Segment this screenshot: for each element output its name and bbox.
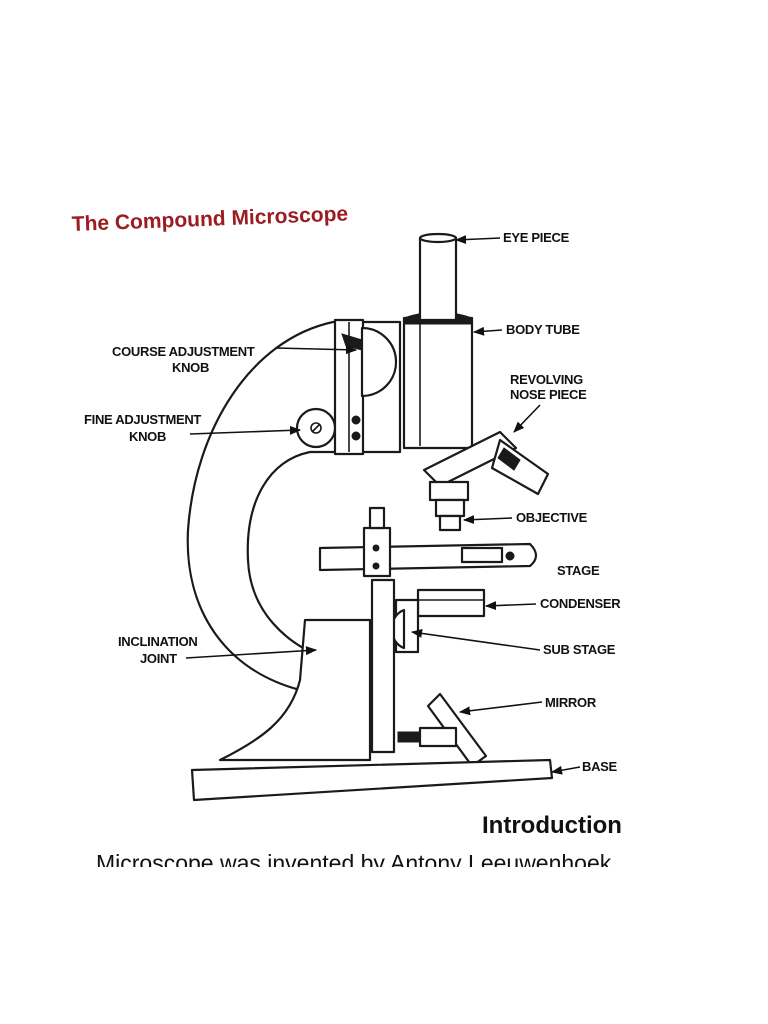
label-revolving-line1: REVOLVING bbox=[510, 372, 583, 387]
label-base: BASE bbox=[582, 759, 618, 774]
labels: EYE PIECE BODY TUBE REVOLVING NOSE PIECE… bbox=[84, 230, 622, 775]
label-coarse-line1: COURSE ADJUSTMENT bbox=[112, 344, 255, 359]
label-mirror: MIRROR bbox=[545, 695, 597, 710]
label-sub-stage: SUB STAGE bbox=[543, 642, 616, 657]
base bbox=[190, 758, 554, 802]
introduction-heading: Introduction bbox=[482, 812, 622, 839]
mirror bbox=[397, 692, 488, 768]
introduction-text-clip: Microscope was invented by Antony Leeuwe… bbox=[96, 850, 768, 867]
label-fine-line2: KNOB bbox=[129, 429, 166, 444]
label-inclination-line1: INCLINATION bbox=[118, 634, 198, 649]
label-inclination-line2: JOINT bbox=[140, 651, 177, 666]
diagram-title: The Compound Microscope bbox=[71, 202, 348, 236]
stage bbox=[318, 506, 538, 578]
label-stage: STAGE bbox=[557, 563, 600, 578]
label-eye-piece: EYE PIECE bbox=[503, 230, 570, 245]
objective bbox=[428, 480, 470, 532]
condenser bbox=[416, 588, 486, 618]
eye-piece bbox=[418, 236, 458, 322]
pillar-base bbox=[218, 618, 372, 762]
label-condenser: CONDENSER bbox=[540, 596, 621, 611]
label-coarse-line2: KNOB bbox=[172, 360, 209, 375]
coarse-adjustment-knob[interactable] bbox=[360, 326, 398, 398]
introduction-text: Microscope was invented by Antony Leeuwe… bbox=[96, 850, 618, 867]
sub-stage bbox=[390, 598, 420, 654]
microscope-drawing bbox=[186, 232, 554, 802]
label-fine-line1: FINE ADJUSTMENT bbox=[84, 412, 201, 427]
stand bbox=[370, 578, 396, 754]
label-objective: OBJECTIVE bbox=[516, 510, 588, 525]
label-body-tube: BODY TUBE bbox=[506, 322, 580, 337]
label-revolving-line2: NOSE PIECE bbox=[510, 387, 587, 402]
body-tube bbox=[402, 316, 474, 450]
revolving-nose-piece bbox=[422, 430, 550, 496]
